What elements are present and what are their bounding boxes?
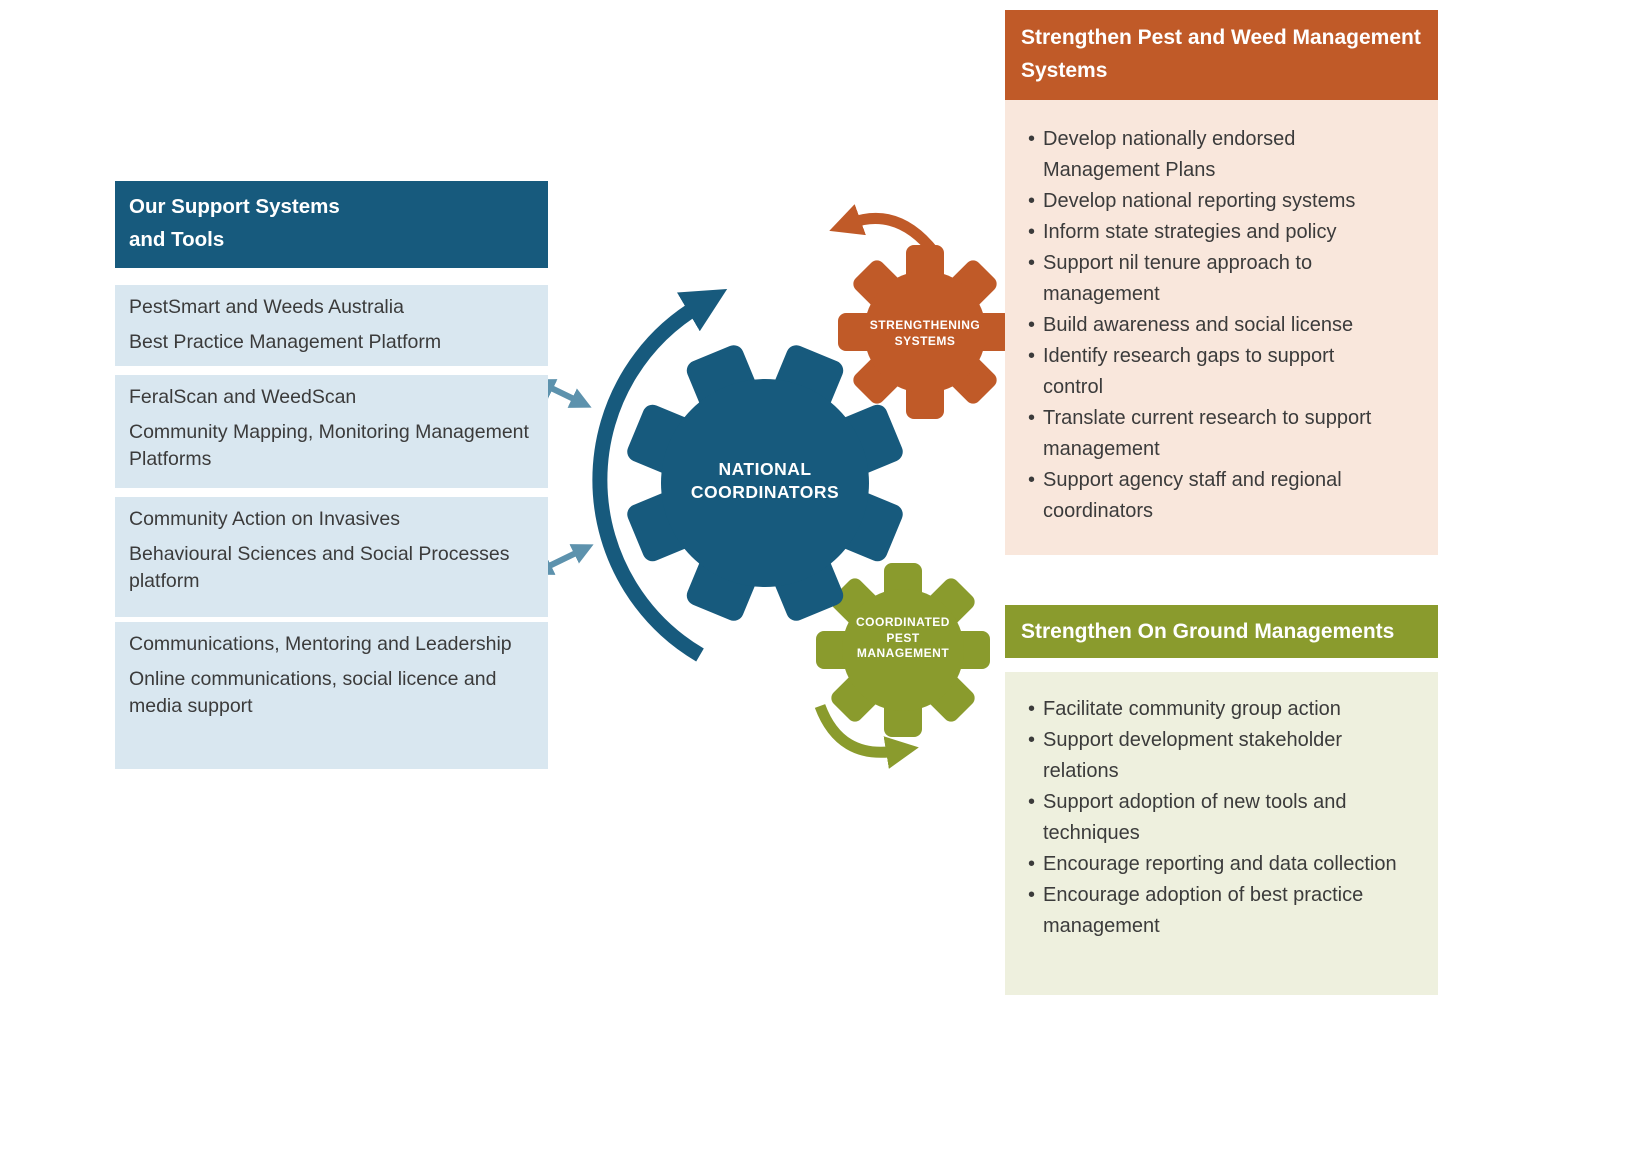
rotation-arc-teal (592, 289, 728, 662)
rotation-arrow-green (814, 703, 919, 769)
support-item-title: PestSmart and Weeds Australia (129, 296, 404, 318)
rotation-arrow-orange (829, 204, 939, 256)
support-item-subtitle: Behavioural Sciences and Social Processe… (129, 542, 510, 593)
support-item-subtitle: Best Practice Management Platform (129, 330, 442, 353)
support-item-subtitle: Community Mapping, Monitoring Management… (129, 420, 529, 471)
support-item-title: Community Action on Invasives (129, 508, 400, 530)
bullet-item: Encourage adoption of best practice mana… (1027, 880, 1398, 942)
coordinated-pest-label: COORDINATED PEST MANAGEMENT (856, 615, 950, 661)
strengthening-systems-gear (838, 245, 1012, 419)
coordinated-pest-gear (816, 563, 990, 737)
support-item-pestsmart: PestSmart and Weeds Australia Best Pract… (115, 285, 548, 366)
bullet-item: Translate current research to support ma… (1027, 403, 1398, 465)
bullet-item: Develop national reporting systems (1027, 186, 1398, 217)
support-item-title: Communications, Mentoring and Leadership (129, 633, 512, 655)
bullet-item: Inform state strategies and policy (1027, 217, 1398, 248)
support-item-subtitle: Online communications, social licence an… (129, 667, 497, 718)
left-panel-header: Our Support Systems and Tools (115, 181, 548, 268)
strengthen-onground-bullet-list: Facilitate community group action Suppor… (1027, 694, 1398, 942)
left-panel-header-line1: Our Support Systems (129, 195, 340, 218)
bullet-item: Develop nationally endorsed Management P… (1027, 124, 1398, 186)
bullet-item: Support adoption of new tools and techni… (1027, 787, 1398, 849)
bullet-item: Facilitate community group action (1027, 694, 1398, 725)
bullet-item: Support nil tenure approach to managemen… (1027, 248, 1398, 310)
connector-arrow-bottom (531, 544, 594, 575)
connector-arrow-top (533, 379, 592, 408)
support-item-communications: Communications, Mentoring and Leadership… (115, 622, 548, 769)
strengthen-systems-body: Develop nationally endorsed Management P… (1005, 100, 1438, 555)
strengthening-systems-label: STRENGTHENING SYSTEMS (869, 318, 981, 348)
bullet-item: Support development stakeholder relation… (1027, 725, 1398, 787)
support-item-title: FeralScan and WeedScan (129, 386, 357, 408)
national-coordinators-gear (627, 345, 903, 621)
bullet-item: Encourage reporting and data collection (1027, 849, 1398, 880)
support-item-community-action: Community Action on Invasives Behavioura… (115, 497, 548, 617)
bullet-item: Support agency staff and regional coordi… (1027, 465, 1398, 527)
strengthen-onground-body: Facilitate community group action Suppor… (1005, 672, 1438, 995)
bullet-item: Build awareness and social license (1027, 310, 1398, 341)
bullet-item: Identify research gaps to support contro… (1027, 341, 1398, 403)
strengthen-systems-header: Strengthen Pest and Weed Management Syst… (1005, 10, 1438, 100)
support-item-feralscan: FeralScan and WeedScan Community Mapping… (115, 375, 548, 488)
left-panel-header-line2: and Tools (129, 227, 225, 251)
national-coordinators-label: NATIONAL COORDINATORS (690, 459, 840, 502)
strengthen-onground-header: Strengthen On Ground Managements (1005, 605, 1438, 658)
strengthen-systems-bullet-list: Develop nationally endorsed Management P… (1027, 124, 1398, 527)
